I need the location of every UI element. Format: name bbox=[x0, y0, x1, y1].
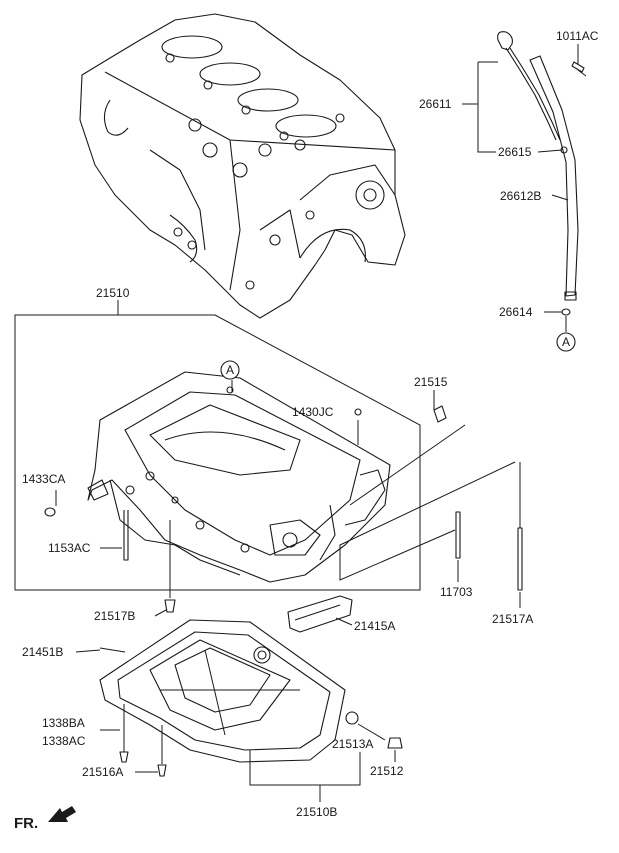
front-direction: FR. bbox=[14, 806, 76, 832]
upper-oil-pan bbox=[44, 371, 523, 613]
part-labels: 1011AC 26611 26615 26612B 26614 21510 21… bbox=[22, 29, 599, 819]
lower-oil-pan bbox=[99, 619, 403, 777]
label-26615: 26615 bbox=[498, 145, 532, 159]
label-1433CA: 1433CA bbox=[22, 472, 65, 486]
baffle-plate bbox=[287, 595, 353, 633]
dipstick-assembly bbox=[497, 31, 587, 316]
engine-block bbox=[79, 13, 406, 319]
reference-circle-pan: A bbox=[220, 360, 240, 380]
label-21512: 21512 bbox=[370, 764, 404, 778]
label-21415A: 21415A bbox=[354, 619, 395, 633]
label-11703: 11703 bbox=[440, 585, 473, 599]
reference-letter-dipstick: A bbox=[562, 335, 570, 349]
label-21510B: 21510B bbox=[296, 805, 337, 819]
label-1011AC: 1011AC bbox=[556, 29, 599, 43]
front-label: FR. bbox=[14, 815, 38, 832]
label-21515: 21515 bbox=[414, 375, 448, 389]
reference-letter-pan: A bbox=[226, 363, 234, 377]
label-1338AC: 1338AC bbox=[42, 734, 86, 748]
leader-lines bbox=[14, 44, 579, 802]
label-21451B: 21451B bbox=[22, 645, 63, 659]
label-26614: 26614 bbox=[499, 305, 533, 319]
label-21517A: 21517A bbox=[492, 612, 533, 626]
label-1153AC: 1153AC bbox=[48, 541, 91, 555]
reference-circle-dipstick: A bbox=[556, 332, 576, 352]
arrow-left-down-icon bbox=[48, 806, 76, 822]
label-26612B: 26612B bbox=[500, 189, 541, 203]
label-26611: 26611 bbox=[419, 97, 452, 111]
label-21513A: 21513A bbox=[332, 737, 373, 751]
label-21517B: 21517B bbox=[94, 609, 135, 623]
label-1430JC: 1430JC bbox=[292, 405, 334, 419]
label-1338BA: 1338BA bbox=[42, 716, 85, 730]
label-21510: 21510 bbox=[96, 286, 130, 300]
label-21516A: 21516A bbox=[82, 765, 123, 779]
